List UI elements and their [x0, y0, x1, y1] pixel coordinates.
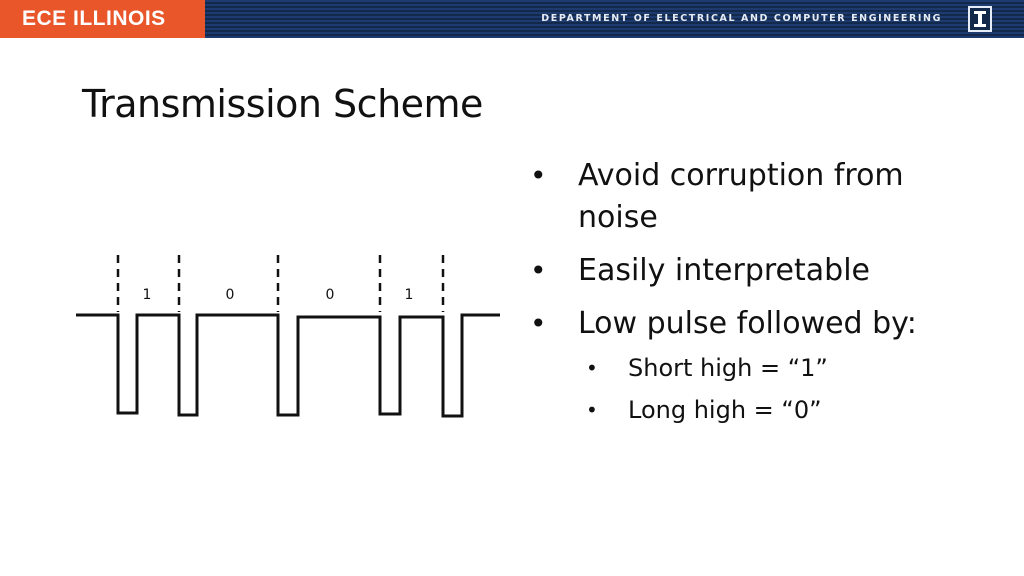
bit-label: 0 [226, 287, 235, 303]
bullet-dot-icon: • [530, 307, 547, 340]
department-name: DEPARTMENT OF ELECTRICAL AND COMPUTER EN… [541, 13, 942, 24]
bit-label: 0 [326, 287, 335, 303]
bit-label: 1 [143, 287, 152, 303]
brand-text: ECE ILLINOIS [22, 7, 166, 30]
header-bar: ECE ILLINOIS DEPARTMENT OF ELECTRICAL AN… [0, 0, 1024, 38]
brand-block: ECE ILLINOIS [0, 0, 205, 38]
waveform-line [76, 313, 500, 418]
block-i-logo-icon [968, 6, 992, 32]
bullet-text: Easily interpretable [578, 253, 870, 288]
bit-boundary-lines [116, 255, 445, 312]
pulse-waveform-diagram: 1 0 0 1 [76, 255, 500, 418]
sub-bullet-text: Long high = “0” [628, 396, 822, 424]
bullet-dot-icon: • [530, 159, 547, 192]
sub-bullet-dot-icon: • [586, 356, 598, 380]
bullet-dot-icon: • [530, 254, 547, 287]
sub-bullet-dot-icon: • [586, 398, 598, 422]
sub-bullet-text: Short high = “1” [628, 354, 828, 382]
slide-title: Transmission Scheme [82, 82, 483, 126]
bit-label: 1 [405, 287, 414, 303]
bullet-text: Avoid corruption from noise [578, 158, 904, 235]
bullet-text: Low pulse followed by: [578, 306, 917, 341]
